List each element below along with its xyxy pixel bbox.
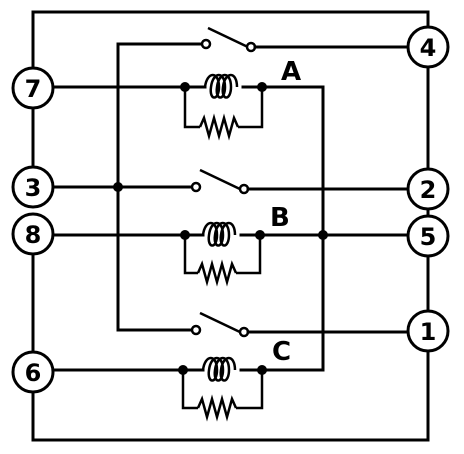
terminal-5: 5 [406,214,450,258]
relay-c-coil [50,356,267,422]
terminal-8: 8 [11,212,55,256]
terminal-3-label: 3 [25,174,42,202]
relay-b-label: B [270,203,290,233]
relay-a-label: A [281,57,301,87]
coil-return-bus [260,85,410,372]
relay-c-label: C [272,337,291,367]
terminal-6-label: 6 [25,359,42,387]
terminal-2-label: 2 [420,176,437,204]
terminal-1-label: 1 [420,318,437,346]
common-bus [50,42,207,332]
relay-a-coil [50,73,267,141]
terminal-4: 4 [406,25,450,69]
terminal-4-label: 4 [420,34,437,62]
terminal-2: 2 [406,167,450,211]
terminal-3: 3 [11,165,55,209]
terminal-6: 6 [11,350,55,394]
terminal-8-label: 8 [25,221,42,249]
terminal-1: 1 [406,309,450,353]
relay-c-contact [190,311,410,338]
terminal-7-label: 7 [25,75,42,103]
terminal-7: 7 [11,66,55,110]
terminal-5-label: 5 [420,223,437,251]
relay-b-contact [190,168,410,195]
outer-frame-wires [31,10,430,442]
relay-b-coil [50,221,265,287]
relay-a-contact [200,26,410,53]
